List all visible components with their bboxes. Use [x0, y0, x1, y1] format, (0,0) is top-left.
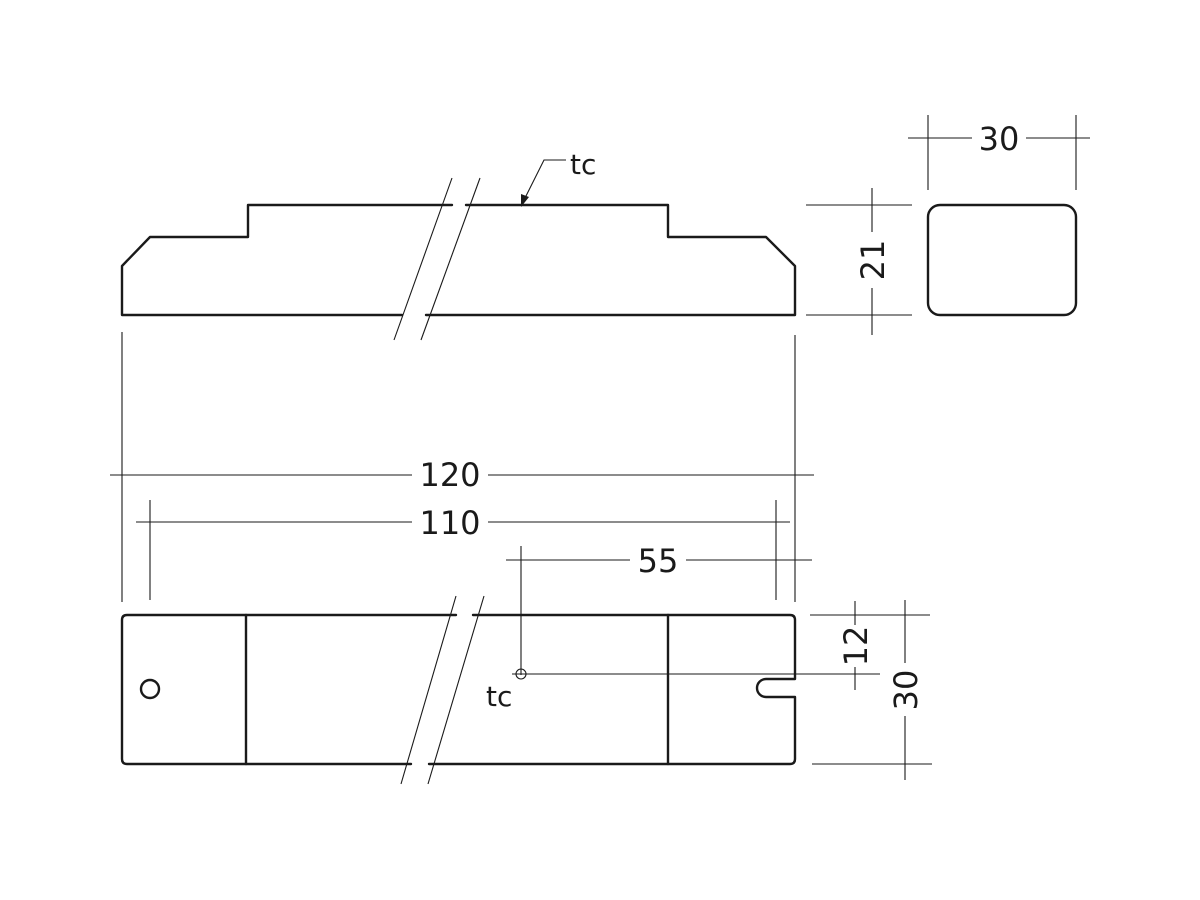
top-view-outline-right [427, 613, 797, 766]
side-view: tc [120, 148, 797, 341]
dim-tc-from-top: 12 [837, 626, 875, 667]
dim-width-end: 30 [979, 120, 1020, 158]
top-view: tc 12 30 [120, 595, 932, 785]
tc-leader-line [523, 159, 566, 201]
side-view-outline-left [120, 203, 454, 317]
length-dimensions: 120 110 55 [110, 332, 814, 675]
tc-leader-arrow [521, 194, 529, 207]
side-view-outline-right [424, 203, 797, 317]
dim-tc-offset: 55 [638, 542, 679, 580]
dim-overall-length: 120 [419, 456, 480, 494]
mounting-hole [139, 678, 161, 700]
top-view-outline-left [120, 613, 458, 766]
top-view-break-line [427, 595, 485, 785]
end-view-outline [926, 203, 1078, 317]
side-view-break-line [393, 177, 453, 341]
dim-height-end: 21 [854, 240, 892, 281]
tc-label-top: tc [570, 148, 596, 181]
side-view-break-line [420, 177, 481, 341]
dim-hole-spacing: 110 [419, 504, 480, 542]
tc-label-bottom: tc [486, 680, 512, 713]
dim-width-bottom: 30 [887, 670, 925, 711]
top-view-break-line [400, 595, 457, 785]
end-view: 30 21 [806, 115, 1090, 335]
